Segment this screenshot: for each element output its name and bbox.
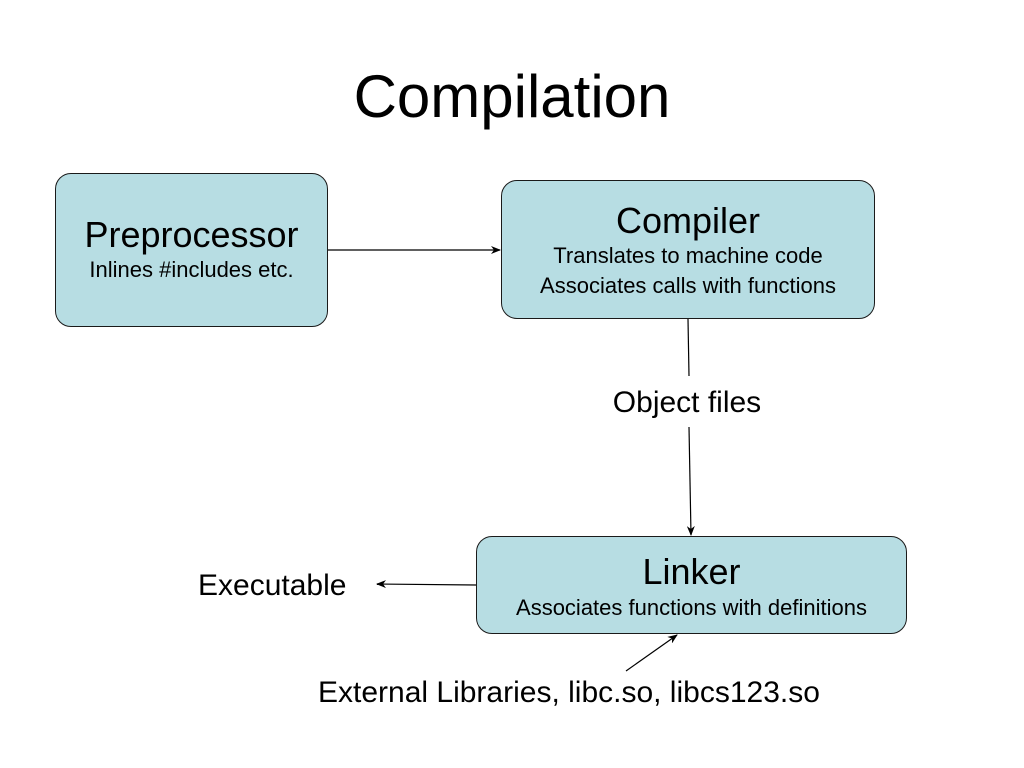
arrow-external-libraries-to-linker <box>625 634 678 672</box>
line-compiler-to-object-files <box>687 318 690 377</box>
linker-node: Linker Associates functions with definit… <box>476 536 907 634</box>
preprocessor-node: Preprocessor Inlines #includes etc. <box>55 173 328 327</box>
compiler-description-line-1: Translates to machine code <box>553 243 823 268</box>
compiler-description-line-2: Associates calls with functions <box>540 273 836 298</box>
executable-label: Executable <box>198 569 347 602</box>
external-libraries-label: External Libraries, libc.so, libcs123.so <box>318 676 820 709</box>
object-files-label: Object files <box>612 386 762 419</box>
linker-title: Linker <box>642 551 741 592</box>
preprocessor-description: Inlines #includes etc. <box>89 257 294 282</box>
linker-description: Associates functions with definitions <box>516 595 867 620</box>
compiler-node: Compiler Translates to machine code Asso… <box>501 180 875 319</box>
arrow-linker-to-executable <box>376 580 477 589</box>
preprocessor-title: Preprocessor <box>84 214 299 255</box>
slide-title: Compilation <box>353 63 671 130</box>
arrow-object-files-to-linker <box>686 426 695 536</box>
compiler-title: Compiler <box>615 200 761 241</box>
